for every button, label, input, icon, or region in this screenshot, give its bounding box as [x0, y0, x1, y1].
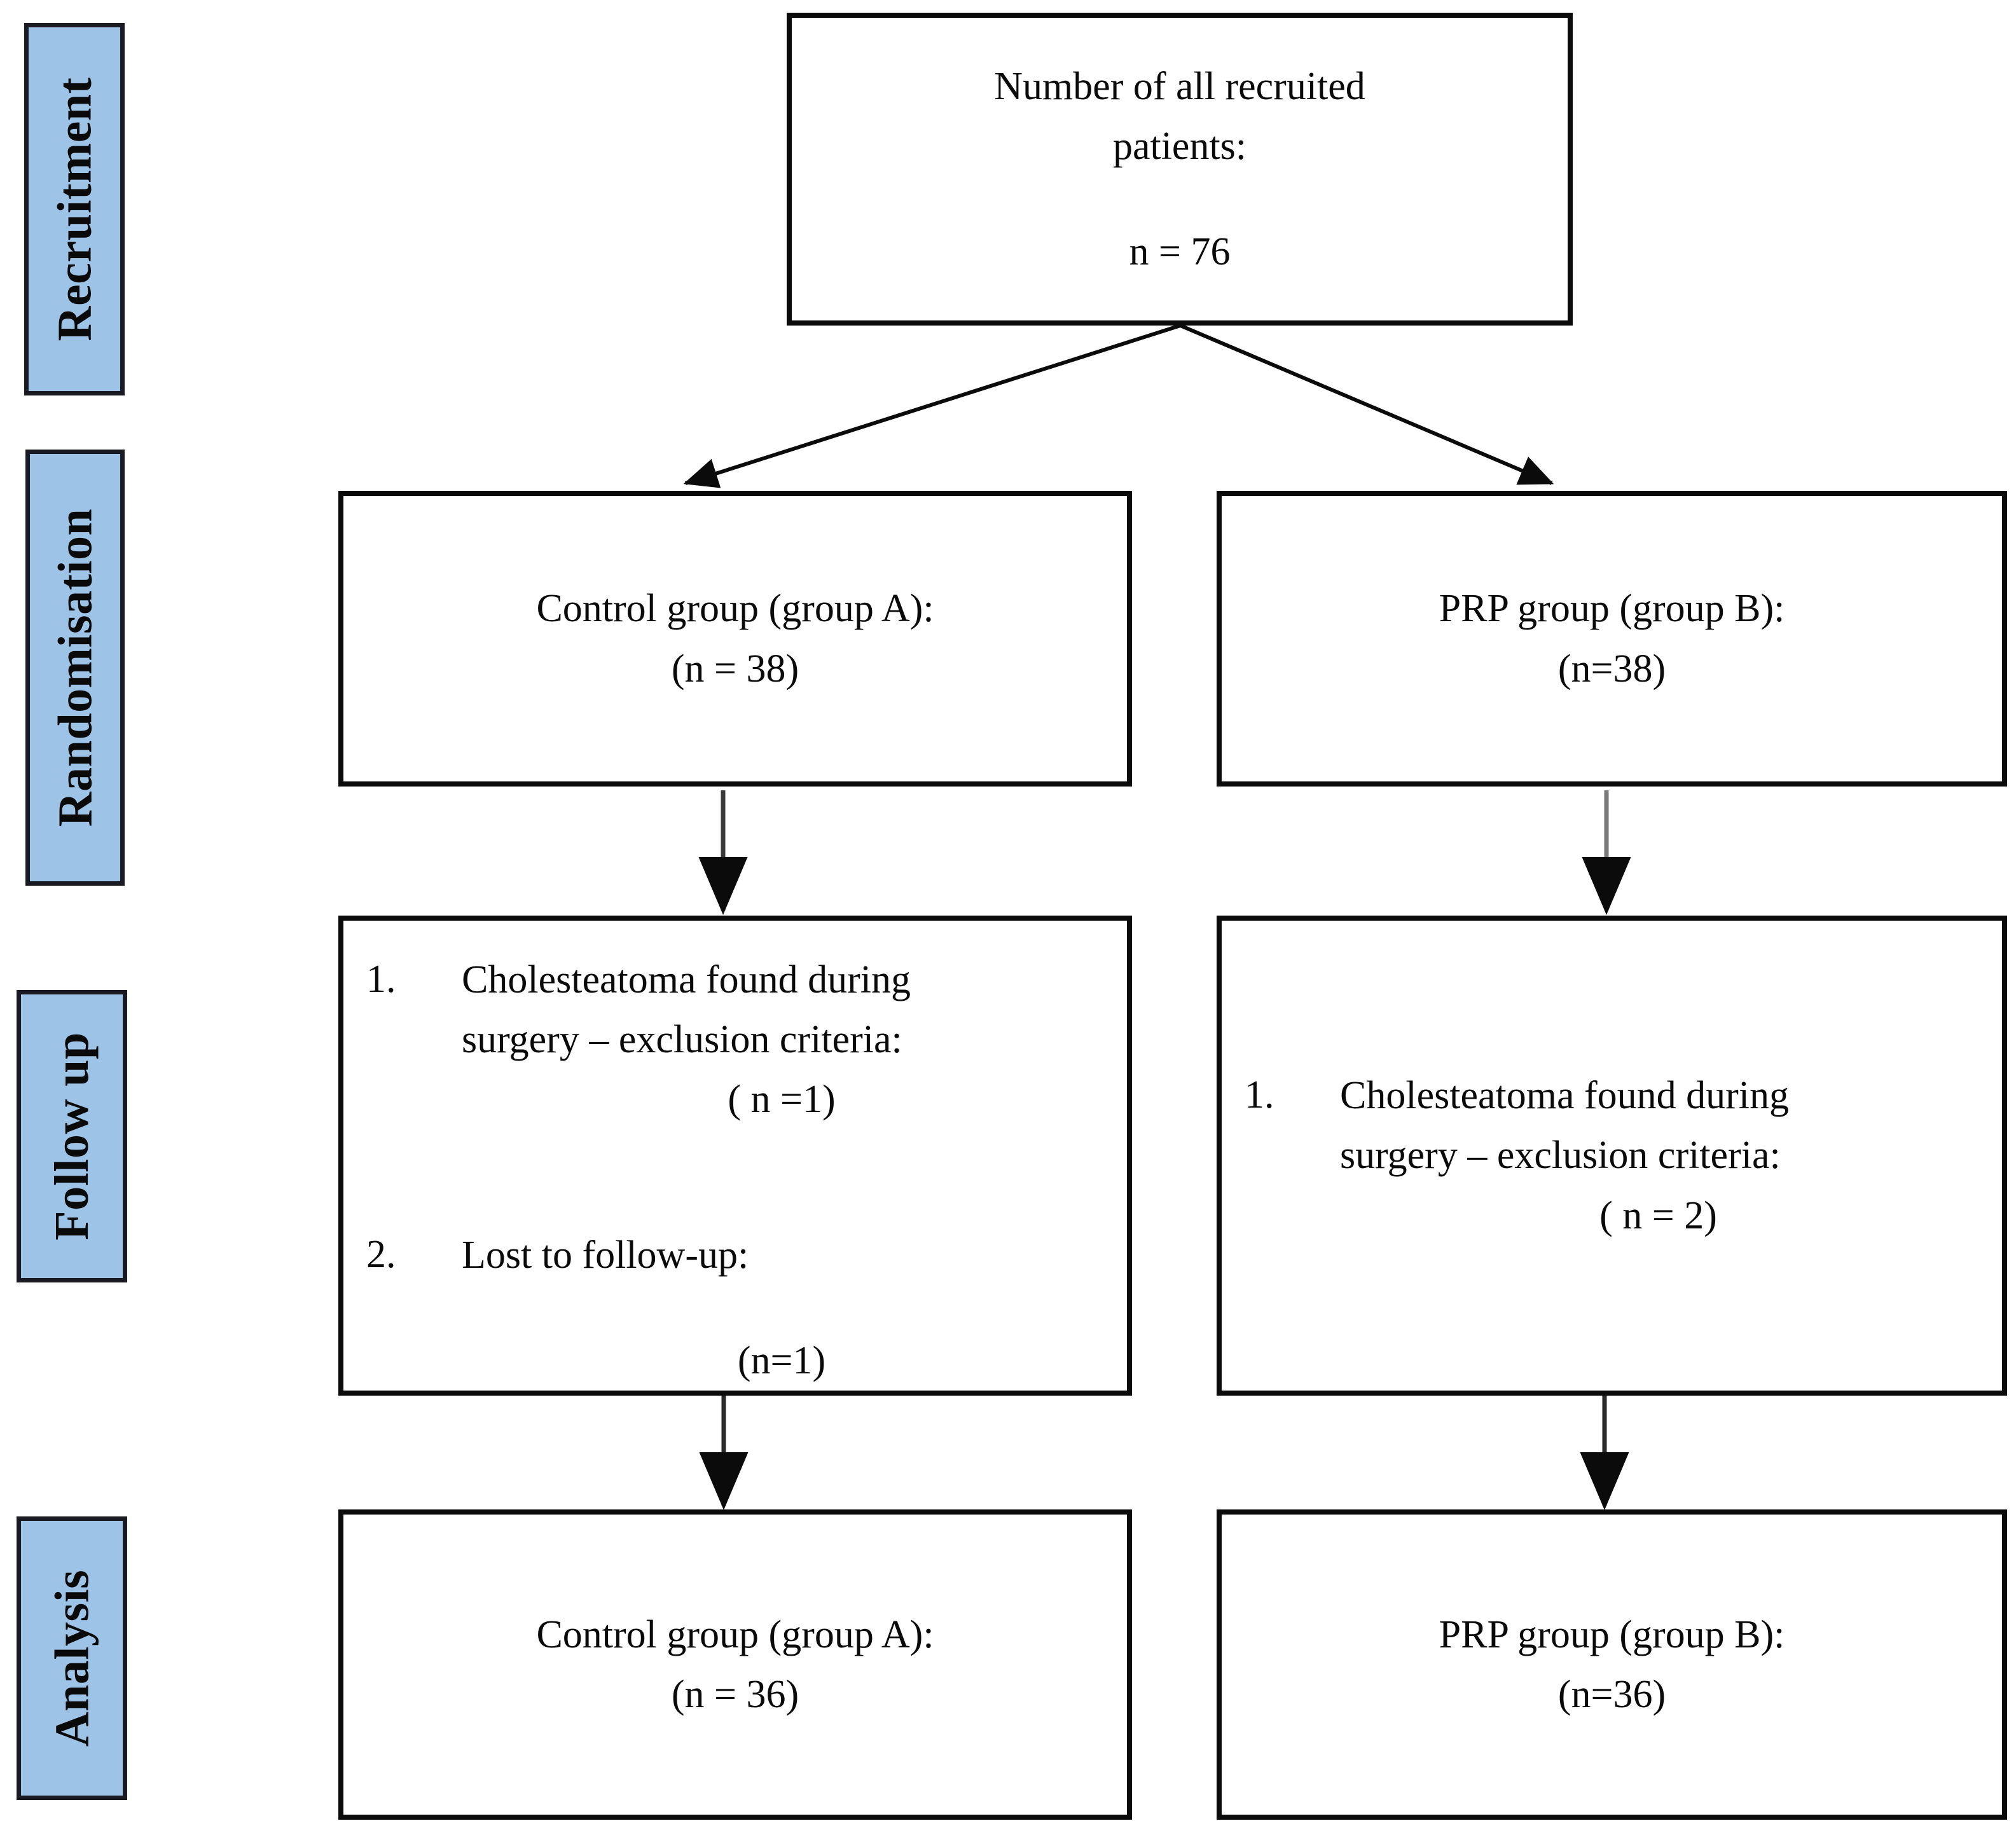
box-randomisation-prp-group: PRP group (group B): (n=38) — [1217, 491, 2007, 787]
stage-label-follow-up: Follow up — [17, 990, 127, 1282]
followup-prp-item-1: 1. Cholesteatoma found during surgery – … — [1222, 1066, 2002, 1246]
analysis-prp-title: PRP group (group B): — [1439, 1612, 1785, 1656]
followup-control-item-2-marker: 2. — [366, 1232, 396, 1276]
randomisation-control-count: (n = 38) — [671, 647, 799, 691]
randomisation-control-title: Control group (group A): — [536, 587, 934, 631]
recruited-spacer — [792, 176, 1568, 222]
followup-control-item-2: 2. Lost to follow-up: (n=1) — [343, 1225, 1127, 1391]
stage-label-recruitment: Recruitment — [24, 23, 125, 395]
box-analysis-prp-group: PRP group (group B): (n=36) — [1217, 1509, 2007, 1820]
stage-label-randomisation-text: Randomisation — [48, 508, 102, 827]
stage-label-analysis: Analysis — [17, 1516, 127, 1800]
followup-prp-item-1-marker: 1. — [1245, 1073, 1274, 1117]
followup-control-item-2-count: (n=1) — [737, 1338, 826, 1382]
followup-control-item-1-line-1: Cholesteatoma found during — [462, 958, 911, 1001]
box-analysis-control-group: Control group (group A): (n = 36) — [338, 1509, 1132, 1820]
box-followup-prp-group: 1. Cholesteatoma found during surgery – … — [1217, 916, 2007, 1396]
followup-prp-item-1-line-2: surgery – exclusion criteria: — [1340, 1134, 1781, 1178]
analysis-prp-count: (n=36) — [1557, 1673, 1666, 1716]
followup-prp-item-1-line-1: Cholesteatoma found during — [1340, 1074, 1789, 1118]
followup-control-item-1-marker: 1. — [366, 958, 396, 1001]
recruited-line-1: Number of all recruited — [994, 64, 1365, 108]
stage-label-randomisation: Randomisation — [25, 450, 125, 886]
analysis-control-count: (n = 36) — [671, 1673, 799, 1716]
randomisation-prp-title: PRP group (group B): — [1439, 587, 1785, 631]
analysis-control-title: Control group (group A): — [536, 1612, 934, 1656]
arrow-recruited-to-control — [683, 324, 1181, 488]
recruited-count: n = 76 — [1129, 230, 1231, 274]
followup-control-item-2-body: Lost to follow-up: (n=1) — [462, 1225, 1101, 1391]
followup-control-gap — [343, 1130, 1127, 1225]
followup-prp-item-1-count: ( n = 2) — [1599, 1193, 1717, 1237]
followup-prp-item-1-body: Cholesteatoma found during surgery – exc… — [1340, 1066, 1977, 1246]
followup-control-item-1-count: ( n =1) — [728, 1078, 836, 1122]
followup-control-item-1-line-2: surgery – exclusion criteria: — [462, 1018, 902, 1062]
box-recruited-patients: Number of all recruited patients: n = 76 — [787, 13, 1573, 326]
recruited-line-2: patients: — [1112, 124, 1247, 168]
arrow-recruited-to-prp — [1179, 324, 1554, 485]
box-followup-control-group: 1. Cholesteatoma found during surgery – … — [338, 916, 1132, 1396]
followup-control-item-2-spacer — [462, 1285, 1101, 1331]
box-randomisation-control-group: Control group (group A): (n = 38) — [338, 491, 1132, 787]
followup-control-item-2-line-1: Lost to follow-up: — [462, 1233, 749, 1277]
stage-label-recruitment-text: Recruitment — [48, 77, 102, 341]
randomisation-prp-count: (n=38) — [1557, 647, 1666, 691]
stage-label-follow-up-text: Follow up — [45, 1032, 99, 1240]
followup-control-item-1-body: Cholesteatoma found during surgery – exc… — [462, 950, 1101, 1130]
stage-label-analysis-text: Analysis — [45, 1569, 99, 1747]
followup-control-item-1: 1. Cholesteatoma found during surgery – … — [343, 950, 1127, 1130]
